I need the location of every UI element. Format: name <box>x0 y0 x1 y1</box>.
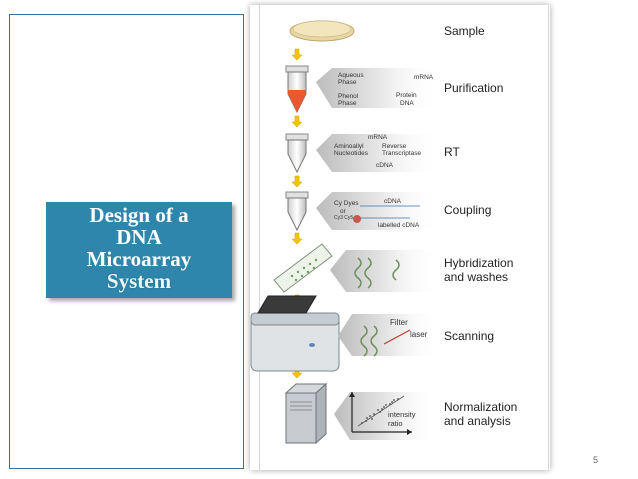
normalization-plot <box>349 392 412 435</box>
purification-panel <box>316 68 440 108</box>
scanning-helices <box>360 325 378 357</box>
coupling-panel <box>316 192 440 230</box>
title-line-1: Design of a <box>89 203 189 227</box>
protein-label: Protein <box>396 92 417 99</box>
title-line-4: System <box>106 269 172 293</box>
title-line-2: DNA <box>116 225 162 249</box>
step-label-normalization: Normalization and analysis <box>444 400 518 428</box>
title-line-3: Microarray <box>86 247 192 271</box>
rt-panel <box>316 134 440 172</box>
step-label-coupling: Coupling <box>444 203 492 217</box>
cy-dyes-label: Cy Dyes <box>334 200 359 207</box>
dna-label: DNA <box>400 100 414 107</box>
step-label-scanning: Scanning <box>444 329 495 343</box>
reverse-transcriptase-label: Reverse Transcriptase <box>382 143 422 157</box>
filter-label: Filter <box>390 318 408 327</box>
purification-mrna-label: mRNA <box>414 74 434 81</box>
coupling-tube-icon <box>285 191 309 232</box>
page-number: 5 <box>593 455 599 465</box>
hybridization-helices <box>354 257 400 289</box>
scanner-icon <box>250 295 340 372</box>
petri-dish-icon <box>289 20 355 42</box>
hybridization-panel <box>330 250 440 292</box>
rt-mrna-label: mRNA <box>368 134 388 141</box>
labelled-cdna-label: labelled cDNA <box>378 222 420 229</box>
step-label-hybridization: Hybridization and washes <box>444 256 514 284</box>
rt-cdna-label: cDNA <box>376 162 393 169</box>
purification-tube-icon <box>285 65 309 114</box>
intensity-ratio-label: intensity ratio <box>388 410 416 428</box>
step-label-rt: RT <box>444 145 460 159</box>
figure-border <box>259 5 549 470</box>
step-label-purification: Purification <box>444 81 504 95</box>
microarray-slide-icon <box>273 243 333 293</box>
coupling-cdna-label: cDNA <box>384 198 401 205</box>
laser-beam <box>383 329 411 345</box>
step-label-sample: Sample <box>444 24 485 38</box>
title-box <box>46 202 232 298</box>
aminoallyl-label: Aminoallyl Nucleotides <box>334 143 368 157</box>
or-label: or <box>340 208 346 215</box>
phenol-phase-label: Phenol Phase <box>338 93 359 107</box>
computer-tower-icon <box>284 382 328 445</box>
rt-tube-icon <box>285 133 309 174</box>
coupling-cdna-strands <box>360 205 420 219</box>
aqueous-phase-label: Aqueous Phase <box>338 72 364 86</box>
slide-title: Design of a DNA Microarray System <box>40 204 238 292</box>
laser-label: laser <box>410 330 428 339</box>
labelled-dye-mark <box>353 215 361 223</box>
normalization-panel <box>334 392 440 440</box>
cy-label: Cy3 Cy5 <box>334 215 354 221</box>
